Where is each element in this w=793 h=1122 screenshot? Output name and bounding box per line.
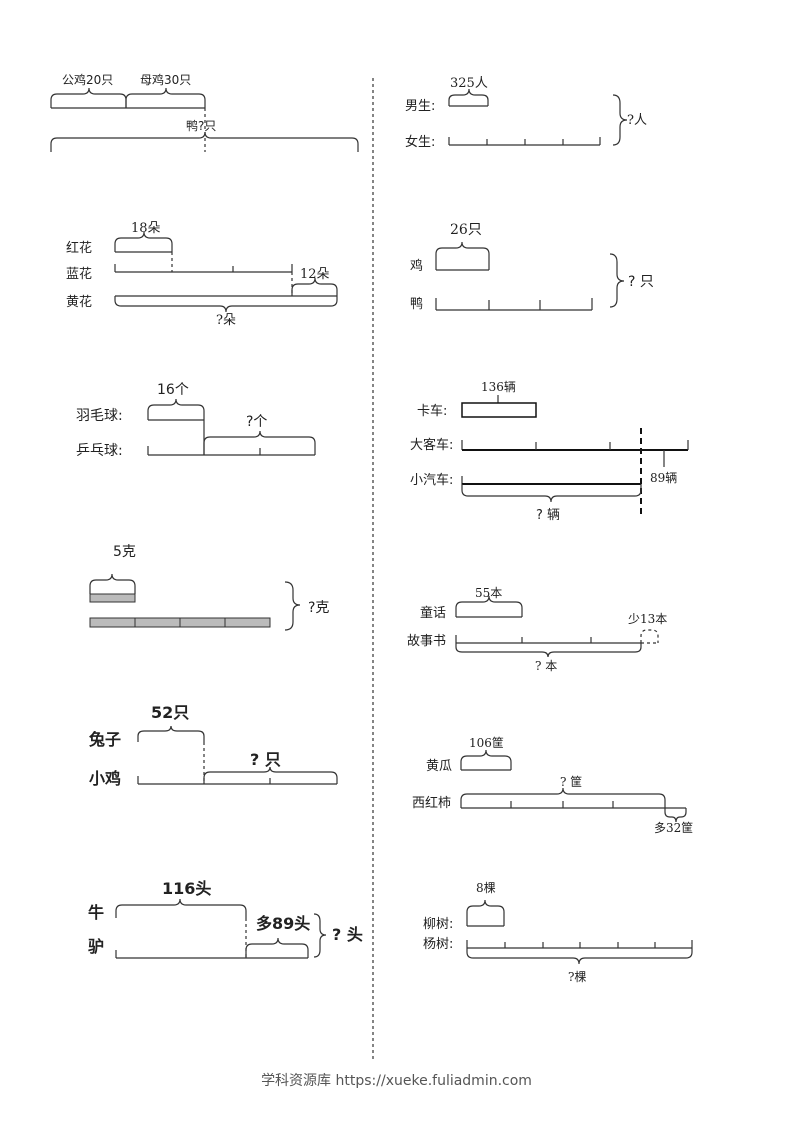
truck-count: 136辆 [481, 380, 516, 394]
tomato-more-label: 多32筐 [654, 820, 693, 835]
story-total-brace [455, 643, 642, 658]
boys-brace [448, 88, 489, 106]
car-label: 小汽车: [410, 472, 453, 488]
right-problem-6: 8棵 柳树: 杨树: ?棵 [423, 880, 693, 984]
mother-hen-label: 母鸡30只 [140, 72, 191, 87]
chicken-label: 鸡 [410, 258, 423, 274]
fairy-brace [455, 595, 523, 617]
donkey-label: 驴 [88, 937, 104, 956]
right-problem-2: 26只 鸡 鸭 ? 只 [410, 222, 654, 312]
willow-label: 柳树: [423, 917, 453, 932]
weight-right-brace [284, 581, 301, 631]
red-flower-brace [114, 231, 173, 252]
weight-brace [89, 573, 136, 594]
cow-label: 牛 [88, 903, 104, 922]
red-flower-count: 18朵 [131, 221, 161, 236]
fairy-count: 55本 [475, 586, 502, 600]
story-total-question: ? 本 [535, 659, 557, 673]
cucumber-label: 黄瓜 [426, 759, 452, 774]
blue-flower-label: 蓝花 [66, 266, 92, 282]
tomato-brace [460, 787, 666, 808]
mother-hen-brace [125, 87, 206, 108]
boys-count: 325人 [450, 76, 488, 91]
duck-label: 鸭?只 [186, 119, 216, 133]
poplar-label: 杨树: [423, 937, 453, 952]
duck-label-right: 鸭 [410, 297, 423, 312]
total-question: ? 头 [332, 925, 363, 944]
small-bar [89, 593, 136, 603]
badminton-label: 羽毛球: [76, 408, 123, 424]
chicken-duck-question: ? 只 [628, 274, 654, 290]
car-total-question: ? 辆 [536, 508, 560, 523]
left-problem-2: 18朵 红花 蓝花 12朵 黄花 ?朵 [66, 221, 338, 328]
right-problem-5: 106筐 黄瓜 ? 筐 西红柿 多32筐 [412, 735, 693, 835]
chick-question: ? 只 [250, 750, 281, 769]
pingpong-brace [203, 430, 316, 455]
more-flower-label: 12朵 [300, 267, 330, 282]
cucumber-brace [460, 749, 512, 770]
rabbit-count: 52只 [151, 703, 189, 722]
left-problem-1: 公鸡20只 母鸡30只 鸭?只 [50, 72, 359, 152]
duck-brace [50, 131, 359, 152]
footer-watermark: 学科资源库 https://xueke.fuliadmin.com [261, 1073, 532, 1089]
cow-count: 116头 [162, 879, 211, 898]
cow-brace [115, 898, 247, 918]
car-less-label: 89辆 [650, 471, 677, 485]
tomato-question: ? 筐 [560, 774, 582, 789]
willow-count: 8棵 [476, 880, 496, 895]
cucumber-count: 106筐 [469, 735, 504, 750]
pingpong-question: ?个 [246, 414, 267, 430]
poplar-total-brace [466, 948, 693, 965]
left-problem-6: 116头 牛 多89头 驴 ? 头 [88, 879, 363, 959]
chick-brace [203, 766, 338, 784]
hen-label: 公鸡20只 [62, 72, 113, 87]
bus-label: 大客车: [410, 437, 453, 453]
story-less-brace [640, 629, 659, 643]
chick-label: 小鸡 [89, 769, 121, 788]
car-total-brace [461, 484, 642, 503]
right-problem-4: 55本 童话 少13本 故事书 ? 本 [407, 586, 667, 673]
story-less-label: 少13本 [628, 612, 667, 626]
badminton-count: 16个 [157, 382, 189, 398]
pingpong-label: 乒乓球: [76, 443, 123, 459]
left-problem-5: 52只 兔子 ? 只 小鸡 [88, 703, 338, 788]
donkey-more-label: 多89头 [256, 914, 310, 933]
truck-bar [461, 402, 537, 418]
yellow-flower-brace [114, 296, 338, 313]
yellow-total-label: ?朵 [216, 313, 236, 328]
rabbit-label: 兔子 [88, 730, 121, 749]
red-flower-label: 红花 [66, 240, 92, 256]
students-question: ?人 [627, 113, 647, 128]
left-problem-3: 16个 羽毛球: ?个 乒乓球: [76, 382, 316, 459]
left-problem-4: 5克 ?克 [89, 544, 329, 631]
truck-label: 卡车: [417, 403, 447, 419]
tomato-more-brace [664, 808, 687, 823]
students-right-brace [612, 94, 628, 146]
weight-label: 5克 [113, 544, 136, 560]
chicken-brace [435, 241, 490, 270]
poplar-total-question: ?棵 [568, 969, 586, 984]
chicken-duck-right-brace [609, 253, 625, 308]
hen-brace [50, 87, 127, 108]
story-label: 故事书 [407, 634, 446, 649]
right-problem-3: 136辆 卡车: 大客车: 89辆 小汽车: ? 辆 [410, 380, 689, 523]
donkey-more-brace [245, 937, 309, 958]
yellow-flower-label: 黄花 [66, 294, 92, 310]
badminton-brace [147, 398, 205, 420]
chicken-count: 26只 [450, 222, 482, 238]
girls-label: 女生: [405, 134, 435, 150]
boys-label: 男生: [405, 99, 435, 114]
weight-question: ?克 [308, 600, 329, 616]
right-problem-1: 325人 男生: 女生: ?人 [405, 76, 647, 150]
rabbit-brace [137, 725, 205, 742]
tomato-label: 西红柿 [412, 795, 451, 811]
willow-brace [466, 899, 505, 926]
total-right-brace [313, 913, 327, 958]
fairy-label: 童话 [420, 605, 446, 621]
more-flower-brace [291, 277, 338, 296]
